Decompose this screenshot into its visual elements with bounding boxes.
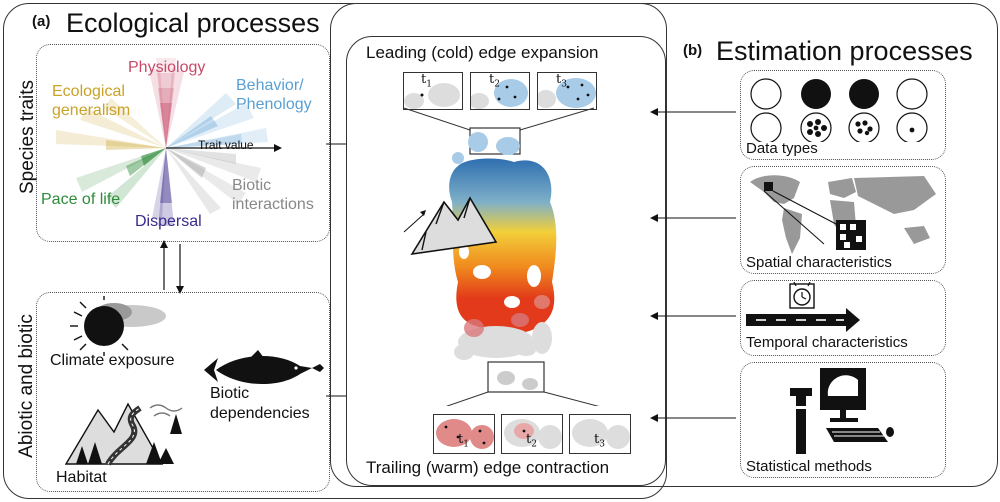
panel-b-frame [330, 3, 998, 487]
leading-panel-t2 [470, 72, 530, 110]
trait-eco-line1: Ecological [52, 83, 125, 100]
leading-edge-label: Leading (cold) edge expansion [366, 43, 599, 62]
statistical-box [740, 362, 946, 478]
range-diagram [403, 107, 600, 406]
trait-dispersal: Dispersal [135, 213, 202, 230]
world-map-icon [750, 175, 936, 254]
trait-behavior: Behavior/ Phenology [236, 76, 312, 114]
tt1-sub: 1 [463, 439, 469, 450]
tt3-t: t [594, 432, 600, 447]
fish-icon [204, 350, 324, 385]
trailing-t1-label: t1 [458, 432, 469, 450]
trait-biotic-line2: interactions [232, 196, 314, 213]
data-types-box [740, 70, 946, 160]
leading-t2-label: t2 [489, 72, 500, 90]
tt2-t: t [526, 432, 532, 447]
biotic-dependencies-label: Biotic dependencies [210, 384, 310, 424]
leading-t1-label: t1 [421, 72, 432, 90]
abiotic-biotic-box [36, 292, 330, 492]
trailing-t3-blobs [572, 419, 630, 449]
temporal-label: Temporal characteristics [746, 334, 908, 351]
timeline-icon [746, 282, 860, 332]
trait-behavior-line2: Phenology [236, 96, 312, 113]
spatial-label: Spatial characteristics [746, 254, 892, 271]
trailing-panel-t2 [501, 414, 563, 454]
t2-sub: 2 [494, 79, 500, 90]
trait-biotic-line1: Biotic [232, 177, 272, 194]
leading-t3-label: t3 [556, 72, 567, 90]
data-types-icons [750, 78, 928, 142]
panel-b-letter: (b) [683, 42, 703, 59]
panel-a-frame [3, 3, 667, 499]
trailing-panel-t3 [569, 414, 631, 454]
trailing-t3-label: t3 [594, 432, 605, 450]
trailing-t1-blobs [436, 419, 494, 449]
trailing-panel-t1 [433, 414, 495, 454]
panel-b-title: Estimation processes [716, 36, 973, 66]
trait-behavior-line1: Behavior/ [236, 77, 304, 94]
climate-exposure-icon [70, 296, 166, 356]
trailing-t2-label: t2 [526, 432, 537, 450]
t3-t: t [556, 72, 562, 87]
t1-sub: 1 [426, 79, 432, 90]
tt2-sub: 2 [531, 439, 537, 450]
trait-ecological-generalism: Ecological generalism [52, 82, 130, 120]
panel-a-letter: (a) [32, 13, 51, 30]
trailing-t2-blobs [504, 419, 562, 449]
climate-exposure-label: Climate exposure [50, 352, 175, 369]
trait-pace-of-life: Pace of life [41, 191, 121, 208]
traits-abiotic-arrows [160, 240, 184, 294]
t2-t: t [489, 72, 495, 87]
abiotic-biotic-label: Abiotic and biotic [16, 314, 37, 458]
trait-biotic-interactions: Biotic interactions [232, 176, 314, 214]
data-types-label: Data types [746, 140, 818, 157]
leading-t3-blobs [538, 78, 596, 108]
panel-a-title: Ecological processes [66, 8, 320, 38]
habitat-label: Habitat [56, 469, 107, 486]
leading-t2-blobs [471, 79, 528, 109]
trait-value-label: Trait value [198, 138, 254, 152]
leading-t1-blobs [404, 83, 460, 109]
habitat-icon [64, 402, 183, 466]
leading-panel-t3 [537, 72, 597, 110]
leading-panel-t1 [403, 72, 463, 110]
temporal-box [740, 280, 946, 356]
computer-icon [790, 368, 894, 454]
trait-wheel [56, 58, 282, 226]
t3-sub: 3 [561, 79, 567, 90]
right-to-center-arrows [650, 108, 736, 422]
statistical-label: Statistical methods [746, 458, 872, 475]
trait-eco-line2: generalism [52, 102, 131, 119]
biotic-dependencies-line2: dependencies [210, 405, 310, 422]
biotic-dependencies-line1: Biotic [210, 385, 250, 402]
tt1-t: t [458, 432, 464, 447]
spatial-box [740, 166, 946, 274]
t1-t: t [421, 72, 427, 87]
trait-physiology: Physiology [128, 59, 206, 76]
tt3-sub: 3 [599, 439, 605, 450]
trailing-edge-label: Trailing (warm) edge contraction [366, 458, 610, 477]
species-traits-box [36, 44, 330, 242]
